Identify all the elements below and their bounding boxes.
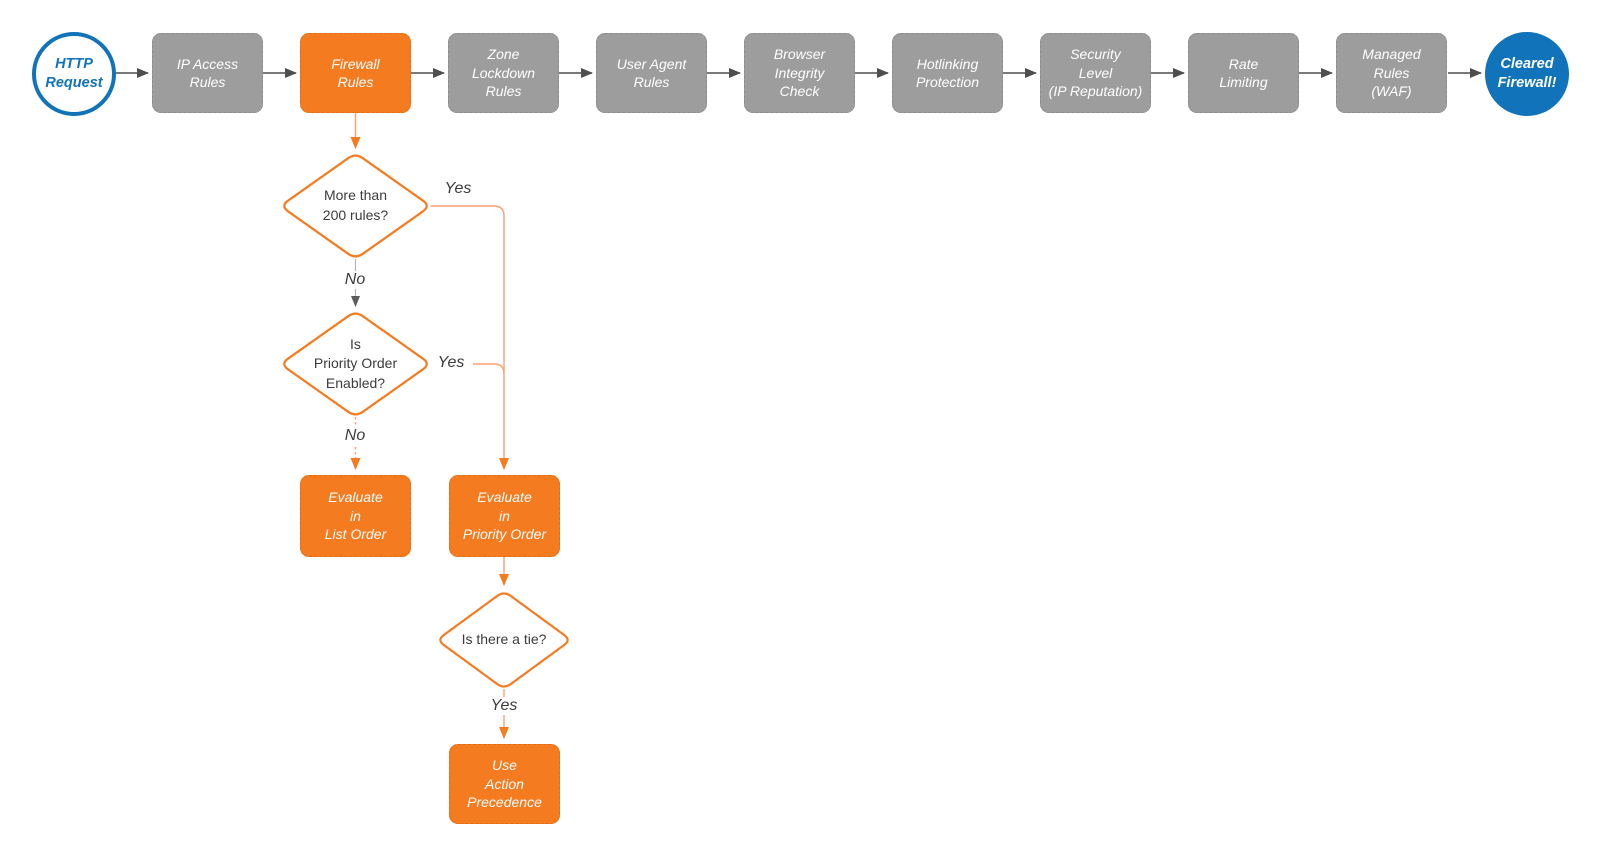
decision-diamond-priority-enabled — [283, 312, 428, 416]
arrow-decision2-yes-join — [430, 363, 505, 375]
result-box-use-action-precedence: Use Action Precedence — [449, 744, 560, 824]
pipeline-box-user-agent-rules: User Agent Rules — [596, 33, 707, 113]
edge-label-decision1-yes: Yes — [444, 180, 472, 197]
end-node-cleared-firewall: Cleared Firewall! — [1485, 32, 1569, 116]
decision-text-more-than-200: More than 200 rules? — [322, 187, 389, 223]
result-box-evaluate-priority-order: Evaluate in Priority Order — [449, 475, 560, 557]
result-box-label: Evaluate in Priority Order — [462, 489, 547, 543]
pipeline-box-label: Zone Lockdown Rules — [471, 46, 536, 100]
decision-diamond-more-than-200 — [283, 154, 428, 258]
pipeline-box-rate-limiting: Rate Limiting — [1188, 33, 1299, 113]
result-box-evaluate-list-order: Evaluate in List Order — [300, 475, 411, 557]
pipeline-box-label: Browser Integrity Check — [773, 46, 826, 100]
result-box-label: Evaluate in List Order — [324, 489, 387, 543]
pipeline-box-label: User Agent Rules — [616, 55, 687, 90]
pipeline-box-label: Security Level (IP Reputation) — [1048, 46, 1143, 100]
pipeline-box-browser-integrity-check: Browser Integrity Check — [744, 33, 855, 113]
pipeline-box-security-level: Security Level (IP Reputation) — [1040, 33, 1151, 113]
result-box-label: Use Action Precedence — [467, 757, 542, 811]
edge-label-decision3-yes: Yes — [482, 697, 526, 715]
pipeline-box-firewall-rules: Firewall Rules — [300, 33, 411, 113]
pipeline-box-label: Firewall Rules — [331, 55, 380, 90]
decision-text-priority-enabled: Is Priority Order Enabled? — [313, 335, 398, 391]
edge-label-decision1-no: No — [333, 271, 377, 289]
end-node-label: Cleared Firewall! — [1497, 55, 1557, 91]
pipeline-box-label: Hotlinking Protection — [915, 55, 980, 90]
edge-label-decision2-yes: Yes — [429, 354, 473, 372]
pipeline-box-managed-rules-waf: Managed Rules (WAF) — [1336, 33, 1447, 113]
arrow-decision1-yes-to-priority-order — [430, 205, 509, 470]
decision-text-tie: Is there a tie? — [461, 631, 547, 648]
pipeline-box-label: Rate Limiting — [1219, 55, 1268, 90]
pipeline-box-label: Managed Rules (WAF) — [1362, 46, 1421, 100]
edge-label-decision2-no: No — [333, 427, 377, 445]
start-node-label: HTTP Request — [45, 55, 103, 91]
pipeline-box-ip-access-rules: IP Access Rules — [152, 33, 263, 113]
pipeline-box-label: IP Access Rules — [176, 55, 239, 90]
pipeline-box-hotlinking-protection: Hotlinking Protection — [892, 33, 1003, 113]
decision-diamond-tie — [439, 592, 569, 688]
start-node-http-request: HTTP Request — [32, 32, 116, 116]
pipeline-box-zone-lockdown-rules: Zone Lockdown Rules — [448, 33, 559, 113]
